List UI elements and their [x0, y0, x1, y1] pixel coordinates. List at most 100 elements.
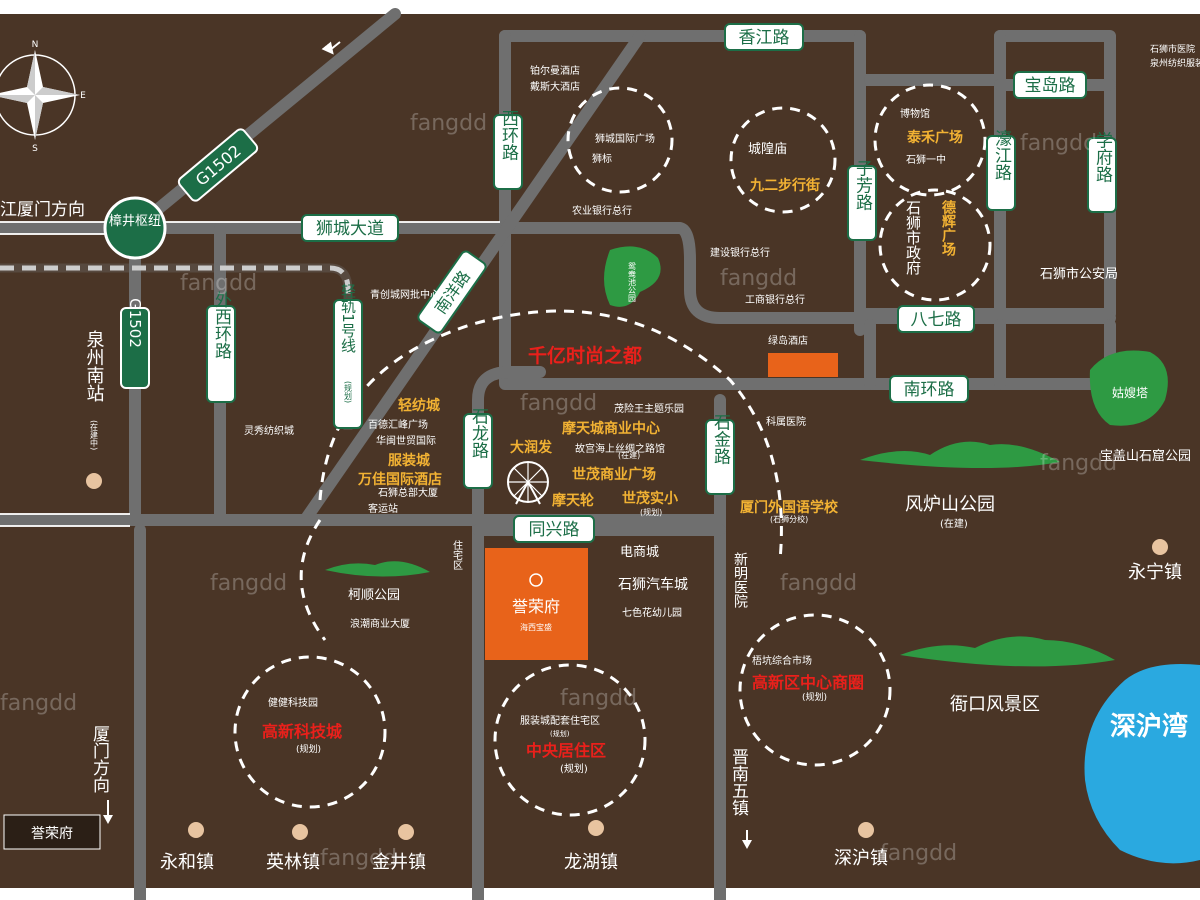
poi-gaoxin-tech-note: (规划): [296, 743, 321, 755]
svg-text:(规划): (规划): [344, 381, 353, 403]
direction-jinnan-group: 晋南五镇: [728, 748, 752, 849]
poi-kindergarten: 七色花幼儿园: [622, 606, 682, 619]
poi-quanzhou-south: 泉州南站: [84, 330, 105, 402]
svg-text:学府路: 学府路: [1092, 131, 1113, 182]
project-sub: 海西宝盛: [520, 622, 552, 632]
poi-qianyi: 千亿时尚之都: [528, 344, 642, 367]
svg-text:八七路: 八七路: [911, 310, 962, 330]
poi-keshun-park: 柯顺公园: [348, 588, 400, 603]
compass-north: N: [32, 40, 39, 50]
road-shicheng: [0, 222, 1116, 324]
project-block[interactable]: 誉荣府 海西宝盛: [485, 548, 588, 660]
badge-shicheng: 狮城大道: [301, 214, 399, 242]
badge-nanhuan: 南环路: [889, 375, 969, 403]
light-rail-line: [0, 265, 351, 430]
badge-waixihuan: 外西环路: [206, 291, 236, 403]
poi-ecommerce: 电商城: [620, 545, 659, 560]
town-yonghe: 永和镇: [160, 852, 214, 873]
poi-baide: 百德汇峰广场: [368, 418, 428, 431]
poi-shishi-hq: 石狮总部大厦: [378, 486, 438, 499]
watermark-8: fangdd: [1040, 451, 1117, 476]
shenhu-bay-label: 深沪湾: [1110, 711, 1188, 742]
bottom-border: [0, 888, 1200, 900]
svg-text:G1502: G1502: [126, 298, 144, 348]
poi-xiamen-foreign-note: (石狮分校): [770, 514, 808, 524]
badge-zhangjing: 樟井枢纽: [103, 196, 167, 260]
watermark-9: fangdd: [0, 691, 77, 716]
project-name: 誉荣府: [512, 597, 560, 616]
poi-agri-bank: 农业银行总行: [572, 204, 632, 217]
poi-police: 石狮市公安局: [1040, 266, 1118, 282]
direction-xiamen-bottom: 厦门方向: [89, 725, 110, 793]
poi-palace-note: (在建): [618, 450, 640, 460]
poi-shibiao: 狮标: [592, 152, 612, 165]
poi-icbc: 工商银行总行: [745, 293, 805, 306]
poi-shimao-school: 世茂实小: [622, 490, 678, 507]
poi-residential: 住宅区: [451, 539, 463, 570]
poi-motiancheng: 摩天城商业中心: [562, 420, 660, 437]
watermark-10: fangdd: [560, 686, 637, 711]
poi-auto-city: 石狮汽车城: [618, 576, 688, 593]
svg-text:石龙路: 石龙路: [468, 408, 489, 459]
poi-hospital: 石狮市医院: [1150, 43, 1195, 55]
parks: 鸳鸯池公园: [325, 246, 1168, 667]
poi-shimao-plaza: 世茂商业广场: [572, 466, 656, 483]
compass-east: E: [80, 91, 86, 101]
project-logo-text: 誉荣府: [31, 826, 73, 842]
svg-text:西环路: 西环路: [498, 110, 519, 161]
poi-langyong: 浪潮商业大厦: [350, 617, 410, 630]
ferris-wheel-icon: [507, 461, 549, 505]
svg-text:南环路: 南环路: [904, 380, 955, 400]
poi-berman: 铂尔曼酒店: [530, 64, 580, 77]
poi-wukeng: 梧坑综合市场: [752, 654, 812, 667]
poi-palace: 故宫海上丝绸之路馆: [575, 442, 665, 455]
watermark-6: fangdd: [210, 571, 287, 596]
svg-text:濠江路: 濠江路: [991, 129, 1012, 180]
poi-guzao-tower: 姑嫂塔: [1112, 386, 1148, 400]
badge-xiangjiang: 香江路: [724, 23, 804, 51]
poi-chenghuang: 城隍庙: [748, 142, 787, 157]
poi-shicheng-plaza: 狮城国际广场: [595, 132, 655, 145]
watermark-7: fangdd: [780, 571, 857, 596]
svg-text:同兴路: 同兴路: [529, 520, 580, 540]
poi-gaoxin-center-note: (规划): [802, 691, 827, 703]
poi-taihe: 泰禾广场: [906, 129, 963, 146]
poi-gov: 石狮市政府: [904, 200, 922, 276]
badge-bayi: 八七路: [897, 305, 975, 333]
poi-quanzhou-south-note: (在建中): [90, 420, 99, 450]
watermark-12: fangdd: [880, 841, 957, 866]
badge-g1502-left: G1502: [120, 298, 150, 389]
poi-clothing-res: 服装城配套住宅区: [520, 714, 600, 727]
poi-clothing-res-note: (规划): [550, 729, 570, 738]
poi-central-res-note: (规划): [560, 762, 588, 775]
poi-qingchuang: 青创城网批中心: [370, 288, 440, 301]
poi-gaoxin-center: 高新区中心商圈: [752, 673, 864, 692]
poi-maotian-park: 茂险王主题乐园: [614, 402, 684, 415]
poi-darunfa: 大润发: [510, 439, 553, 456]
poi-lingxiu: 灵秀纺织城: [244, 424, 294, 437]
poi-gaoxin-tech: 高新科技城: [262, 722, 342, 741]
watermark-3: fangdd: [1020, 131, 1097, 156]
watermark-2: fangdd: [720, 266, 797, 291]
poi-textile: 泉州纺织服装: [1150, 57, 1200, 69]
road-shilong: [472, 366, 546, 900]
poi-wanjia: 万佳国际酒店: [357, 471, 442, 488]
zhangjing-text: 樟井枢纽: [109, 214, 161, 229]
poi-xiamen-foreign: 厦门外国语学校: [740, 499, 839, 516]
town-yongning: 永宁镇: [1128, 562, 1182, 583]
poi-baogai-cave: 宝盖山石窟公园: [1100, 448, 1191, 464]
shenhu-bay: 深沪湾: [1084, 664, 1200, 864]
svg-text:香江路: 香江路: [739, 28, 790, 48]
road-g1502-diag: [129, 8, 401, 234]
svg-text:外西环路: 外西环路: [211, 291, 232, 359]
badge-tongxing: 同兴路: [513, 515, 595, 543]
poi-fenglu-note: (在建): [940, 517, 968, 530]
poi-dehui: 德辉广场: [940, 199, 956, 257]
town-yinglin: 英林镇: [266, 852, 320, 873]
greenisland-logo: [768, 353, 838, 377]
road-network: [0, 8, 1116, 900]
road-edges: [0, 221, 500, 527]
poi-ferris: 摩天轮: [552, 492, 594, 509]
